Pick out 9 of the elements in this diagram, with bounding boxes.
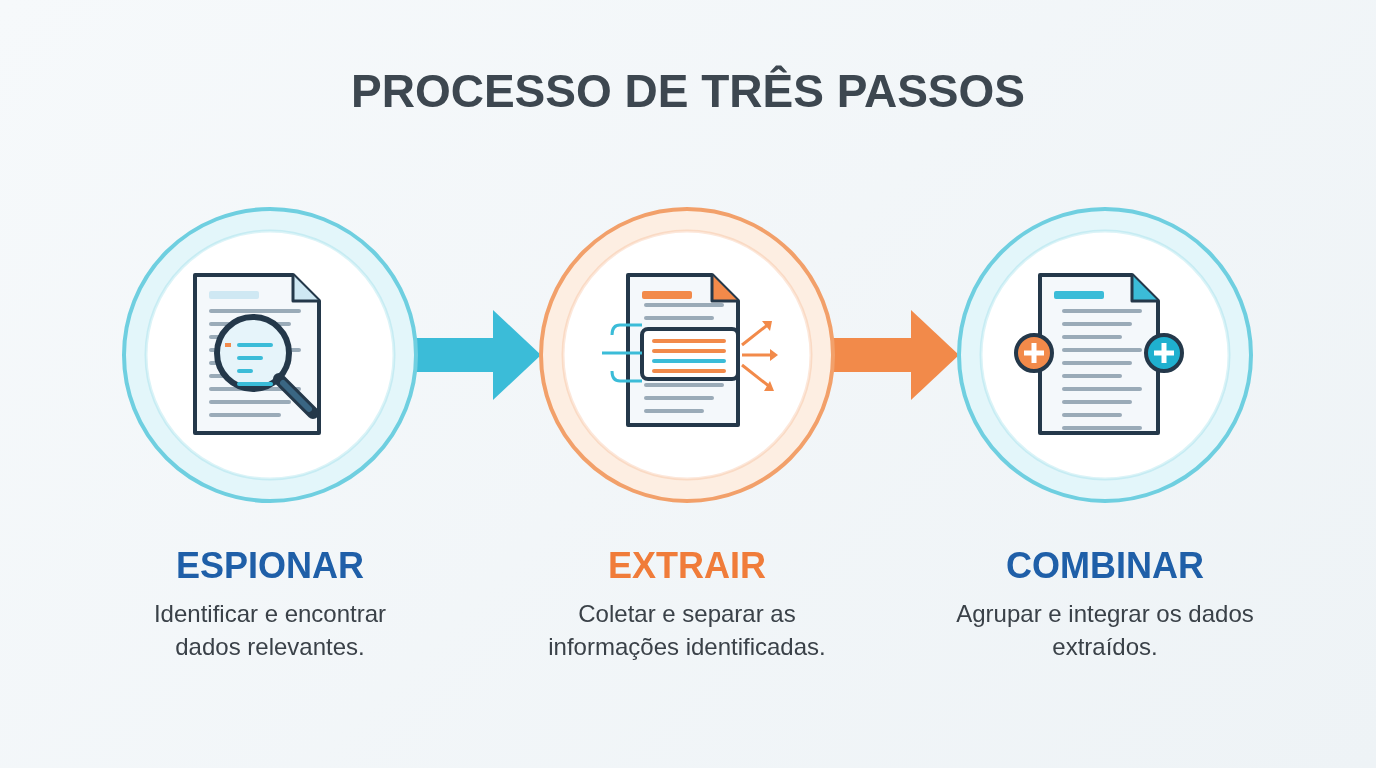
step-description: Agrupar e integrar os dados extraídos. <box>955 599 1255 662</box>
flow-arrow <box>416 310 541 400</box>
step-description: Coletar e separar as informações identificadas. <box>547 599 827 662</box>
step-heading: EXTRAIR <box>607 545 767 587</box>
step-heading: COMBINAR <box>1005 545 1205 587</box>
step-heading: ESPIONAR <box>174 545 365 587</box>
flow-arrow <box>833 310 959 400</box>
step-description: Identificar e encontrar dados relevantes. <box>152 599 388 662</box>
diagram-title: PROCESSO DE TRÊS PASSOS <box>350 64 1026 118</box>
